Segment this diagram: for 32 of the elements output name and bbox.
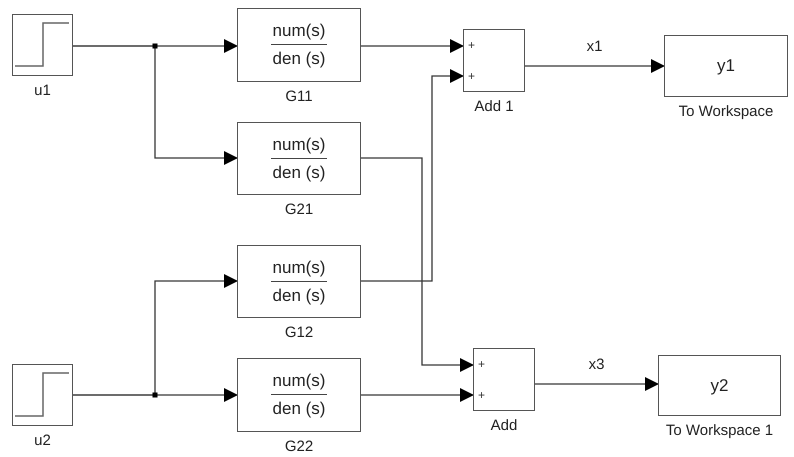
variable-name: y1 bbox=[717, 56, 735, 76]
plus-sign: + bbox=[478, 358, 486, 370]
plus-sign: + bbox=[468, 39, 476, 52]
plus-sign: + bbox=[468, 70, 476, 82]
signal-line bbox=[361, 69, 464, 282]
plus-sign: + bbox=[478, 388, 486, 401]
denominator: den (s) bbox=[272, 162, 326, 182]
signal-line bbox=[525, 59, 665, 73]
numerator: num(s) bbox=[270, 21, 328, 45]
signal-line bbox=[73, 388, 238, 402]
denominator: den (s) bbox=[272, 398, 326, 419]
block-label: G11 bbox=[285, 88, 313, 105]
signal-line bbox=[361, 388, 474, 402]
signal-line bbox=[361, 39, 464, 53]
block-label: Add 1 bbox=[474, 98, 514, 115]
block-label: G21 bbox=[284, 201, 314, 218]
block-label: G12 bbox=[284, 324, 314, 341]
block-label: To Workspace bbox=[678, 103, 774, 120]
signal-line bbox=[73, 45, 238, 165]
variable-name: y2 bbox=[710, 376, 728, 396]
numerator: num(s) bbox=[270, 371, 328, 395]
signal-line bbox=[361, 157, 474, 372]
signal-line bbox=[535, 377, 659, 391]
numerator: num(s) bbox=[270, 258, 328, 282]
denominator: den (s) bbox=[272, 48, 326, 69]
block-label: Add bbox=[490, 417, 518, 434]
block-label: To Workspace 1 bbox=[666, 422, 774, 439]
block-label: G22 bbox=[284, 438, 314, 455]
block-label: u1 bbox=[34, 82, 51, 99]
numerator: num(s) bbox=[270, 134, 328, 158]
denominator: den (s) bbox=[272, 284, 326, 306]
block-label: u2 bbox=[34, 432, 51, 449]
